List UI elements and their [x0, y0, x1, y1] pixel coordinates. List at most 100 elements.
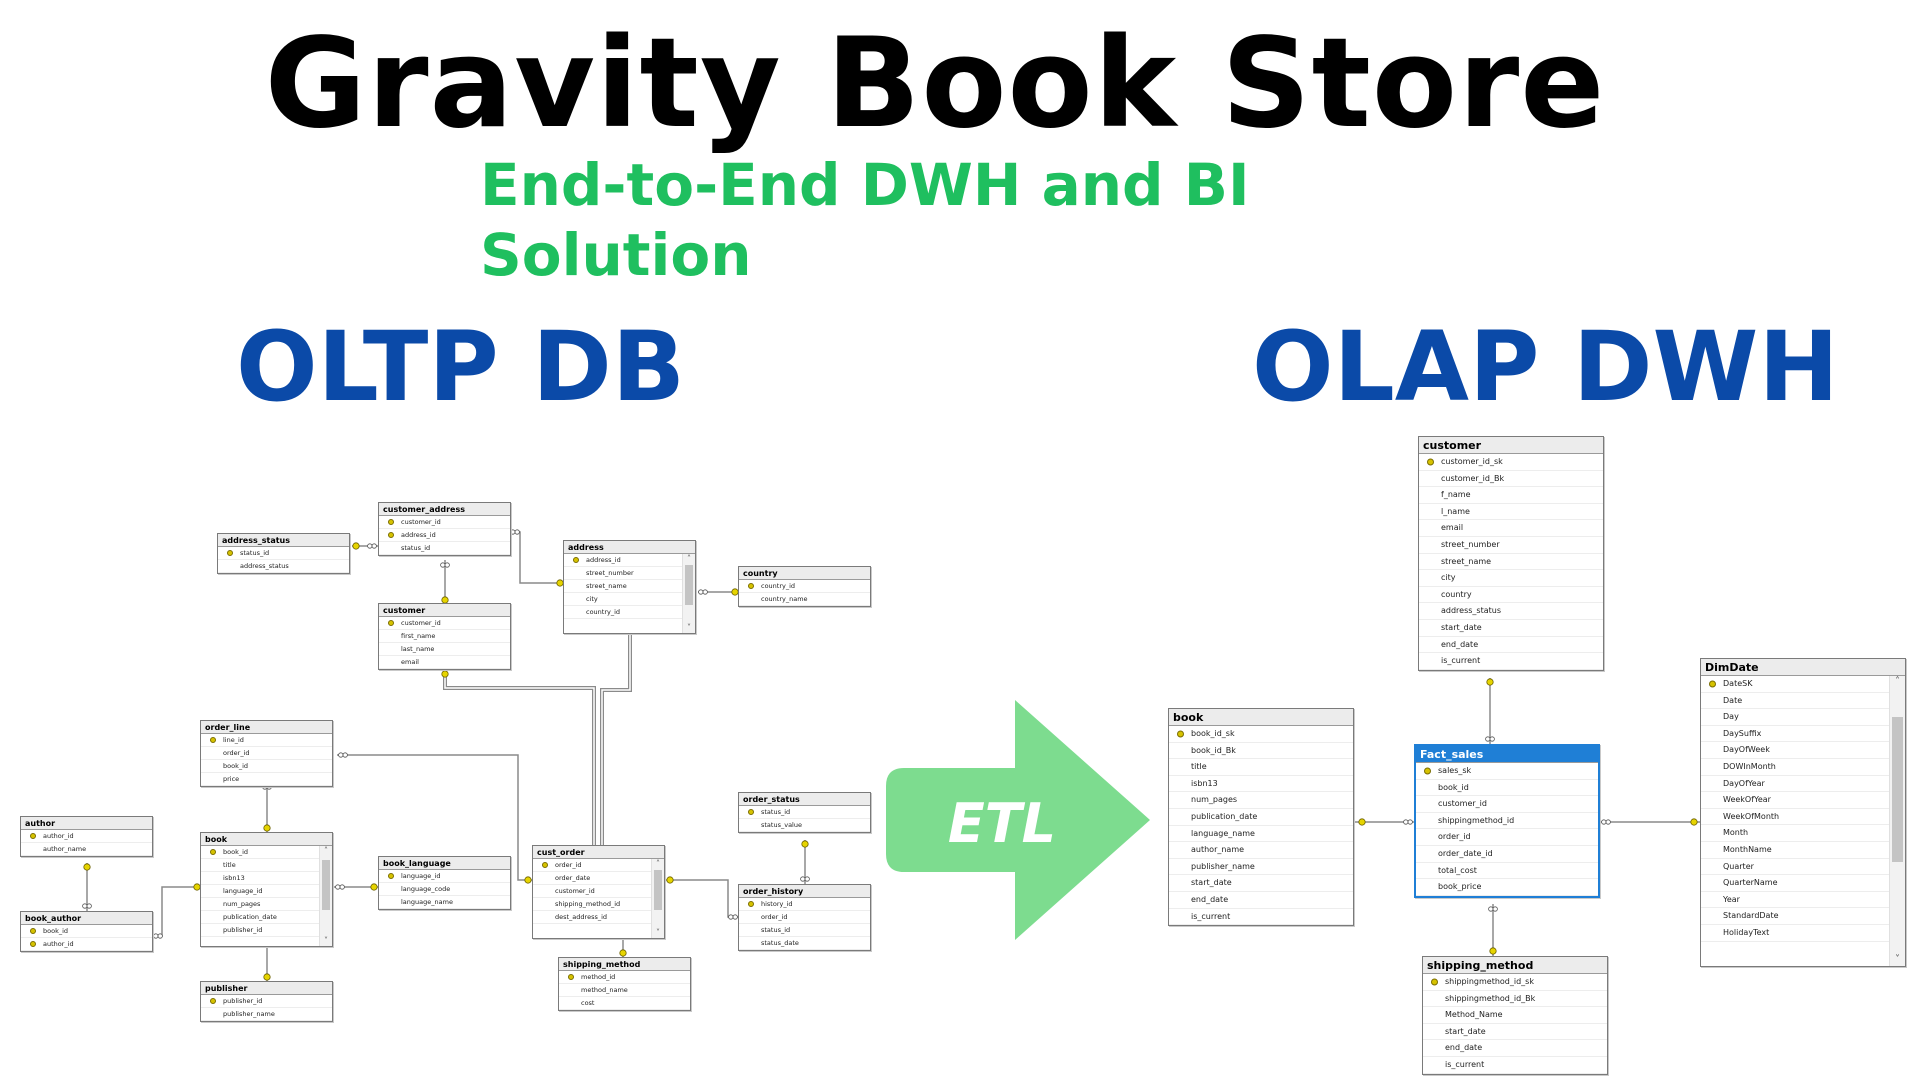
table-scrollbar[interactable]: ˄˅ — [651, 859, 664, 938]
table-column-row[interactable]: DayOfYear — [1701, 776, 1905, 793]
table-title[interactable]: book — [1169, 709, 1353, 726]
scroll-down-icon[interactable]: ˅ — [687, 623, 691, 632]
scrollbar-thumb[interactable] — [685, 565, 693, 605]
table-title[interactable]: order_line — [201, 721, 332, 734]
table-title[interactable]: order_history — [739, 885, 870, 898]
table-column-row[interactable]: line_id — [201, 734, 332, 747]
table-column-row[interactable]: city — [564, 593, 695, 606]
table-column-row[interactable]: author_name — [1169, 842, 1353, 859]
table-column-row[interactable]: title — [1169, 759, 1353, 776]
scrollbar-thumb[interactable] — [654, 870, 662, 910]
table-column-row[interactable]: DaySuffix — [1701, 726, 1905, 743]
table-column-row[interactable]: customer_id — [1416, 796, 1598, 813]
table-column-row[interactable]: publisher_id — [201, 924, 332, 937]
table-title[interactable]: address — [564, 541, 695, 554]
table-column-row[interactable]: order_id — [533, 859, 664, 872]
table-column-row[interactable]: DateSK — [1701, 676, 1905, 693]
table-column-row[interactable]: book_id_sk — [1169, 726, 1353, 743]
table-column-row[interactable]: WeekOfYear — [1701, 792, 1905, 809]
table-column-row[interactable]: country — [1419, 587, 1603, 604]
table-column-row[interactable]: end_date — [1419, 637, 1603, 654]
table-column-row[interactable]: book_id_Bk — [1169, 743, 1353, 760]
table-column-row[interactable]: Method_Name — [1423, 1007, 1607, 1024]
table-column-row[interactable]: num_pages — [1169, 792, 1353, 809]
table-column-row[interactable]: country_id — [739, 580, 870, 593]
table-column-row[interactable]: num_pages — [201, 898, 332, 911]
table-column-row[interactable]: end_date — [1169, 892, 1353, 909]
table-column-row[interactable]: shipping_method_id — [533, 898, 664, 911]
table-scrollbar[interactable]: ˄˅ — [1889, 676, 1905, 966]
table-column-row[interactable]: country_name — [739, 593, 870, 606]
table-column-row[interactable]: order_date_id — [1416, 846, 1598, 863]
scroll-up-icon[interactable]: ˄ — [687, 554, 691, 563]
table-column-row[interactable]: email — [379, 656, 510, 669]
table-column-row[interactable]: street_number — [1419, 537, 1603, 554]
table-column-row[interactable]: publication_date — [1169, 809, 1353, 826]
table-column-row[interactable]: is_current — [1419, 653, 1603, 670]
table-title[interactable]: book_author — [21, 912, 152, 925]
table-title[interactable]: book — [201, 833, 332, 846]
table-column-row[interactable]: DOWInMonth — [1701, 759, 1905, 776]
table-column-row[interactable]: method_id — [559, 971, 690, 984]
table-column-row[interactable]: title — [201, 859, 332, 872]
table-column-row[interactable]: history_id — [739, 898, 870, 911]
table-column-row[interactable]: status_id — [379, 542, 510, 555]
table-title[interactable]: customer — [1419, 437, 1603, 454]
scrollbar-thumb[interactable] — [322, 860, 330, 910]
table-title[interactable]: DimDate — [1701, 659, 1905, 676]
table-column-row[interactable]: street_number — [564, 567, 695, 580]
table-column-row[interactable]: publication_date — [201, 911, 332, 924]
scroll-up-icon[interactable]: ˄ — [1895, 676, 1900, 687]
table-column-row[interactable]: status_id — [218, 547, 349, 560]
table-column-row[interactable]: dest_address_id — [533, 911, 664, 924]
table-column-row[interactable]: start_date — [1169, 875, 1353, 892]
table-column-row[interactable]: language_id — [201, 885, 332, 898]
table-column-row[interactable]: is_current — [1423, 1057, 1607, 1074]
table-column-row[interactable]: email — [1419, 520, 1603, 537]
table-column-row[interactable]: book_id — [201, 760, 332, 773]
scroll-up-icon[interactable]: ˄ — [656, 859, 660, 868]
table-column-row[interactable]: order_id — [201, 747, 332, 760]
table-column-row[interactable]: customer_id — [533, 885, 664, 898]
table-title[interactable]: shipping_method — [1423, 957, 1607, 974]
table-column-row[interactable]: StandardDate — [1701, 908, 1905, 925]
table-column-row[interactable]: l_name — [1419, 504, 1603, 521]
table-column-row[interactable]: last_name — [379, 643, 510, 656]
table-column-row[interactable]: isbn13 — [201, 872, 332, 885]
table-column-row[interactable]: isbn13 — [1169, 776, 1353, 793]
table-column-row[interactable]: Day — [1701, 709, 1905, 726]
table-column-row[interactable]: cost — [559, 997, 690, 1010]
table-column-row[interactable]: publisher_name — [1169, 859, 1353, 876]
table-column-row[interactable]: shippingmethod_id_sk — [1423, 974, 1607, 991]
table-title[interactable]: address_status — [218, 534, 349, 547]
table-column-row[interactable]: language_code — [379, 883, 510, 896]
table-column-row[interactable]: book_id — [1416, 780, 1598, 797]
table-column-row[interactable]: DayOfWeek — [1701, 742, 1905, 759]
table-column-row[interactable]: order_id — [739, 911, 870, 924]
table-column-row[interactable]: sales_sk — [1416, 763, 1598, 780]
scroll-down-icon[interactable]: ˅ — [1895, 954, 1900, 965]
table-column-row[interactable]: address_id — [379, 529, 510, 542]
table-title[interactable]: shipping_method — [559, 958, 690, 971]
table-column-row[interactable]: street_name — [1419, 554, 1603, 571]
table-column-row[interactable]: author_id — [21, 938, 152, 951]
table-column-row[interactable]: publisher_name — [201, 1008, 332, 1021]
table-column-row[interactable]: address_id — [564, 554, 695, 567]
table-column-row[interactable]: publisher_id — [201, 995, 332, 1008]
table-column-row[interactable]: status_value — [739, 819, 870, 832]
table-column-row[interactable]: Date — [1701, 693, 1905, 710]
table-title[interactable]: publisher — [201, 982, 332, 995]
table-column-row[interactable]: first_name — [379, 630, 510, 643]
table-column-row[interactable]: author_id — [21, 830, 152, 843]
table-column-row[interactable]: address_status — [218, 560, 349, 573]
table-title[interactable]: cust_order — [533, 846, 664, 859]
table-column-row[interactable]: HolidayText — [1701, 925, 1905, 942]
